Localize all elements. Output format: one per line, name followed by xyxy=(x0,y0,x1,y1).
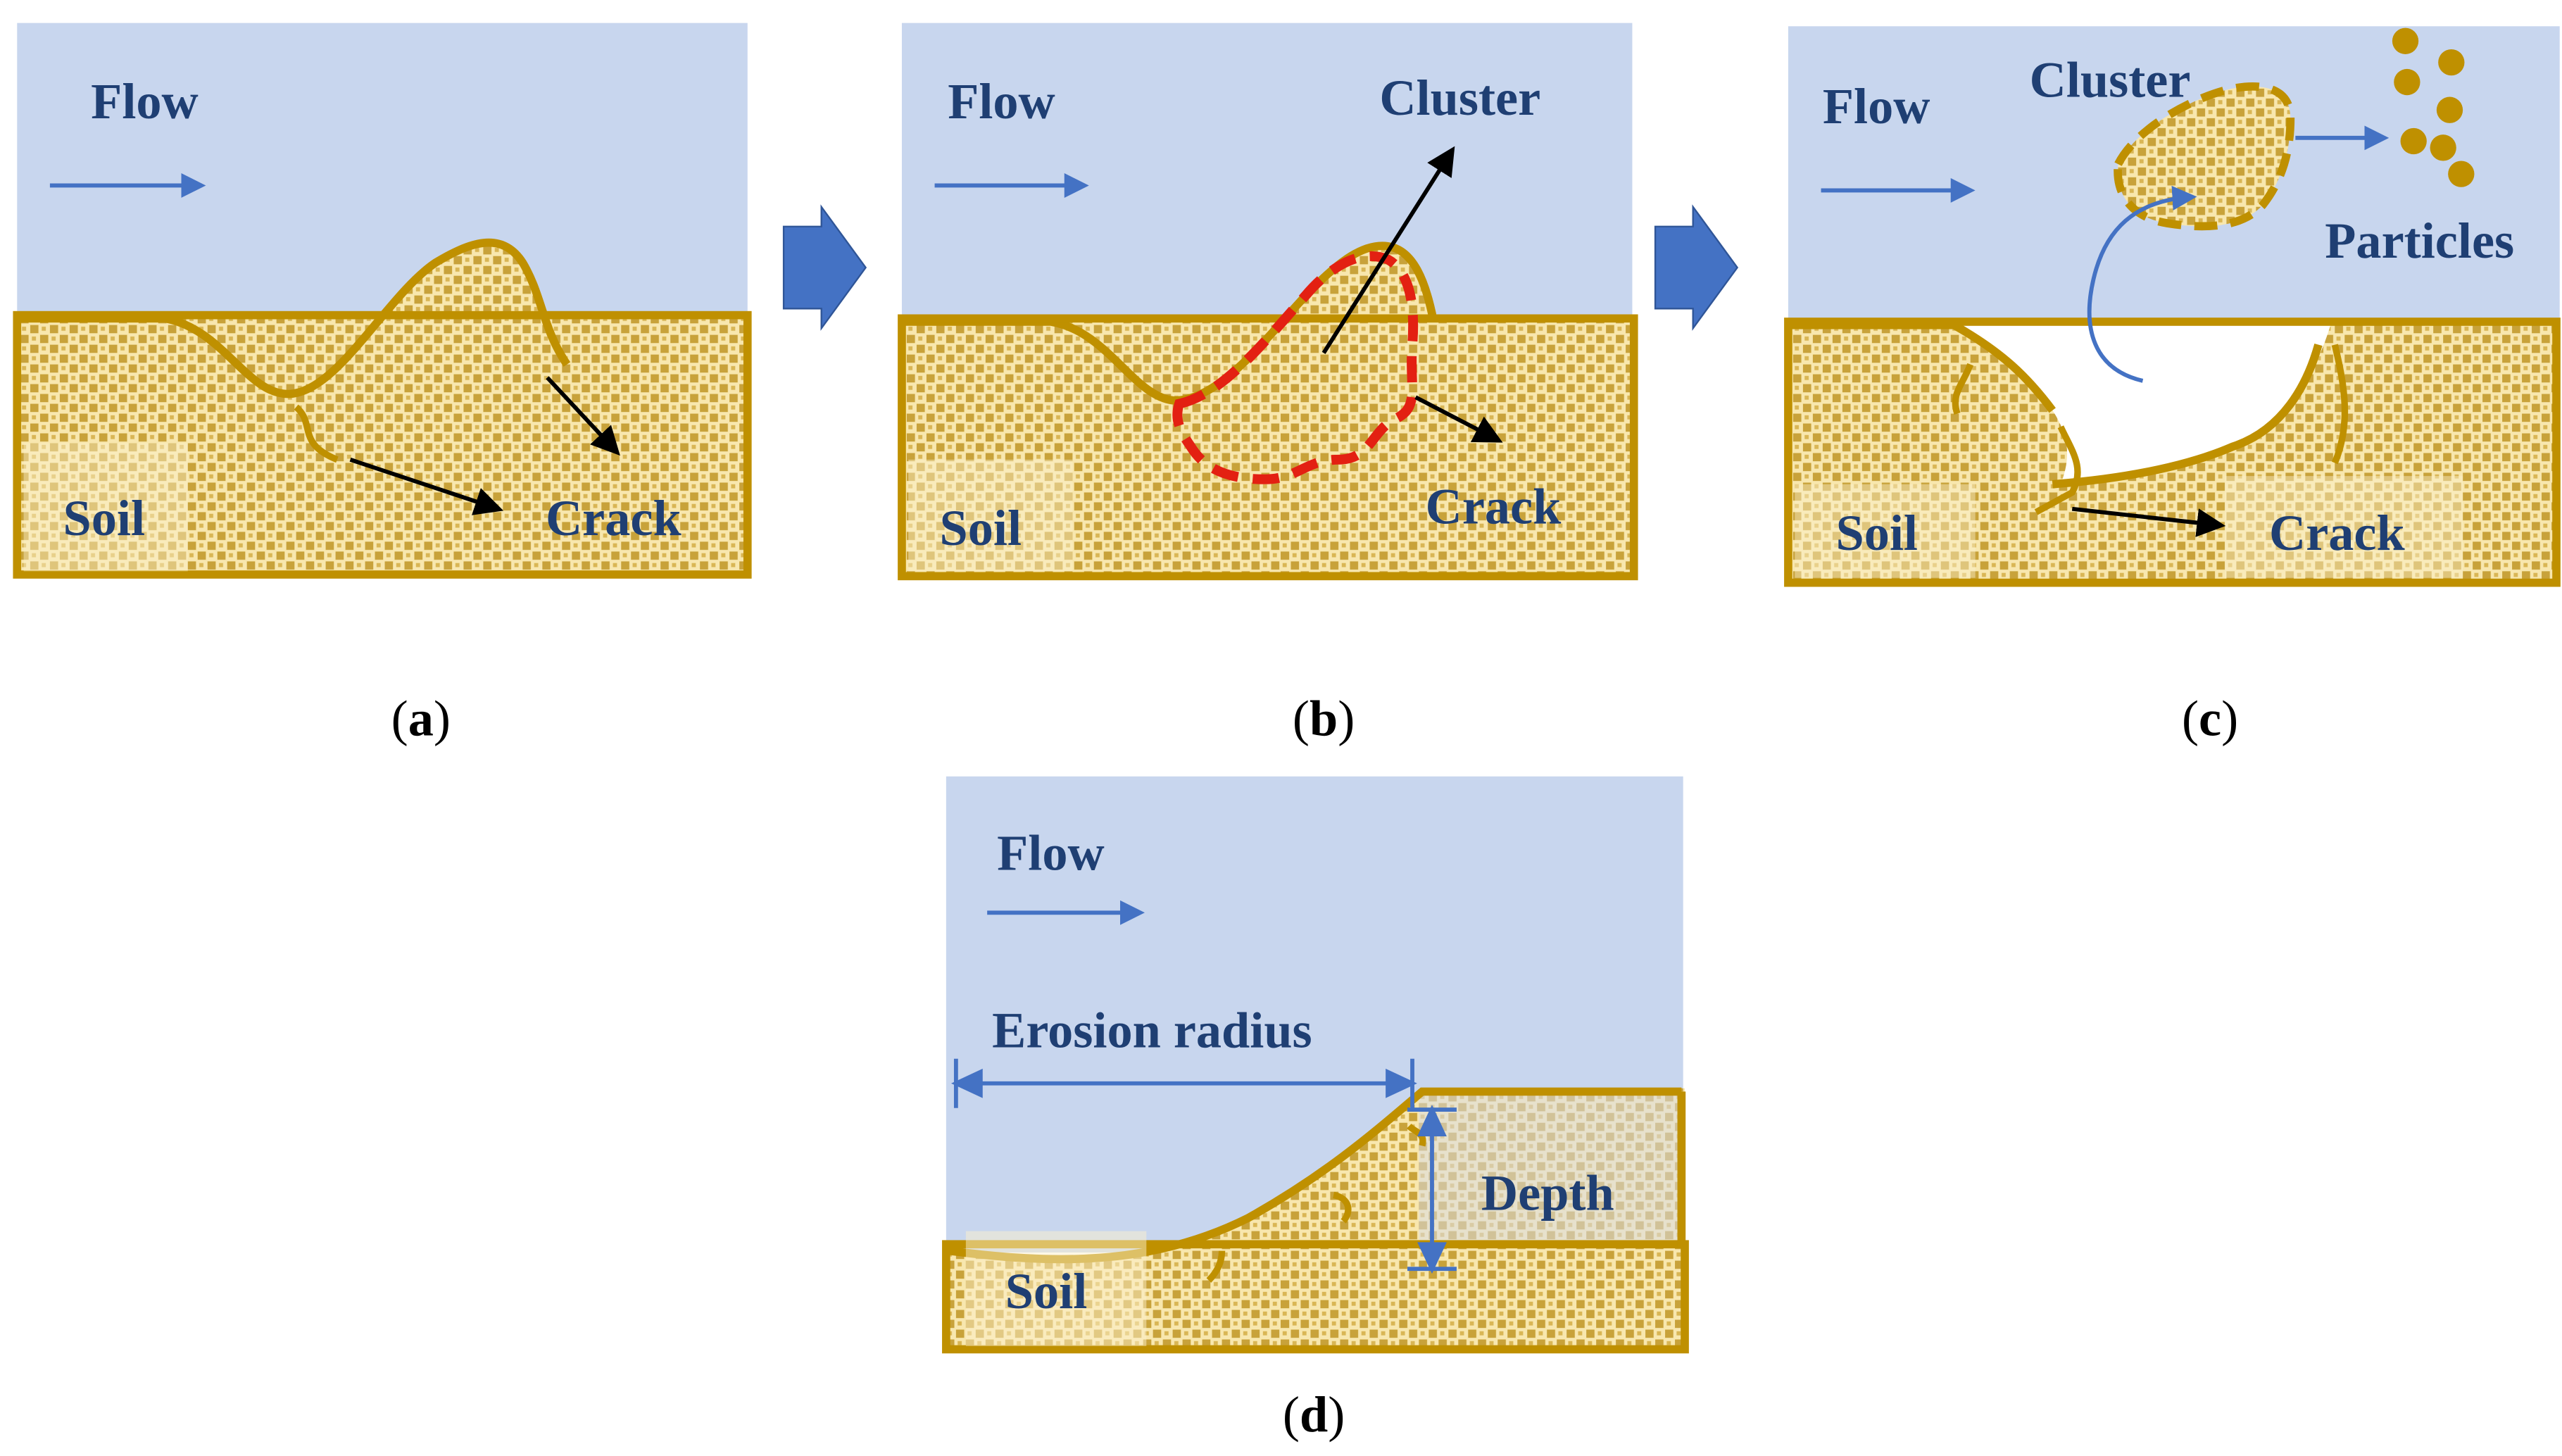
soil-mound xyxy=(17,242,567,427)
soil-label: Soil xyxy=(940,500,1022,556)
cluster-label: Cluster xyxy=(2030,52,2191,108)
crack-line xyxy=(1952,363,1974,415)
panel-a: Flow Soil Crack xyxy=(13,23,752,579)
crack-label: Crack xyxy=(2269,505,2405,561)
crack-label: Crack xyxy=(546,490,682,546)
soil-mound xyxy=(901,246,1434,427)
crack-line xyxy=(2331,344,2349,465)
panel-c: Flow Cluster Particles Soil Crack xyxy=(1784,26,2561,587)
soil-label: Soil xyxy=(1005,1263,1087,1319)
particles-icon xyxy=(2392,27,2475,187)
caption-b: (b) xyxy=(1293,690,1355,746)
soil-highlight xyxy=(2225,476,2463,578)
erosion-radius-label: Erosion radius xyxy=(992,1002,1312,1058)
crack-arrow xyxy=(2071,506,2226,537)
water-region xyxy=(17,23,748,319)
crack-arrow xyxy=(349,458,504,515)
soil-border xyxy=(1784,318,2561,587)
soil-highlight xyxy=(23,443,188,572)
crack-line xyxy=(1206,1250,1226,1283)
depth-label: Depth xyxy=(1481,1165,1614,1221)
water-region xyxy=(901,23,1633,319)
soil-border xyxy=(942,1240,1689,1354)
crack-arrow xyxy=(546,376,620,456)
caption-a: (a) xyxy=(391,690,451,746)
particles-label: Particles xyxy=(2325,213,2514,269)
panel-b: Flow Cluster Soil Crack xyxy=(898,23,1638,581)
cluster-outline xyxy=(1172,251,1419,484)
soil-border xyxy=(898,314,1638,581)
caption-d: (d) xyxy=(1283,1386,1345,1443)
cluster-rise-arrow xyxy=(2087,185,2197,383)
cluster-outline xyxy=(2114,82,2295,231)
flow-label: Flow xyxy=(948,73,1055,130)
soil-border xyxy=(13,310,752,579)
soil-highlight xyxy=(965,1231,1147,1346)
soil-highlight xyxy=(908,459,1073,572)
flow-label: Flow xyxy=(1823,78,1930,134)
step-arrow-icon xyxy=(782,204,867,331)
flow-label: Flow xyxy=(997,825,1105,881)
crack-line xyxy=(1332,1191,1352,1224)
soil-label: Soil xyxy=(63,490,145,546)
soil-surface-line xyxy=(20,238,571,398)
crack-label: Crack xyxy=(1426,479,1562,535)
soil-highlight xyxy=(1795,484,1976,578)
soil-label: Soil xyxy=(1836,505,1918,561)
crack-arrow xyxy=(1414,395,1503,443)
soil-highlight xyxy=(1419,1091,1682,1243)
crack-line xyxy=(294,404,339,463)
step-arrow-icon xyxy=(1654,204,1739,331)
panel-d: Flow Erosion radius Depth Soil xyxy=(942,776,1689,1354)
flow-label: Flow xyxy=(91,73,199,130)
erosion-radius-dimension xyxy=(950,1058,1417,1108)
cavity-edge xyxy=(2052,344,2323,489)
cluster-label: Cluster xyxy=(1379,70,1540,126)
soil-surface-line xyxy=(1791,320,2056,413)
crack-line xyxy=(2034,425,2081,515)
cluster-arrow xyxy=(1321,146,1455,354)
caption-c: (c) xyxy=(2182,690,2238,746)
depth-dimension xyxy=(1407,1105,1457,1274)
